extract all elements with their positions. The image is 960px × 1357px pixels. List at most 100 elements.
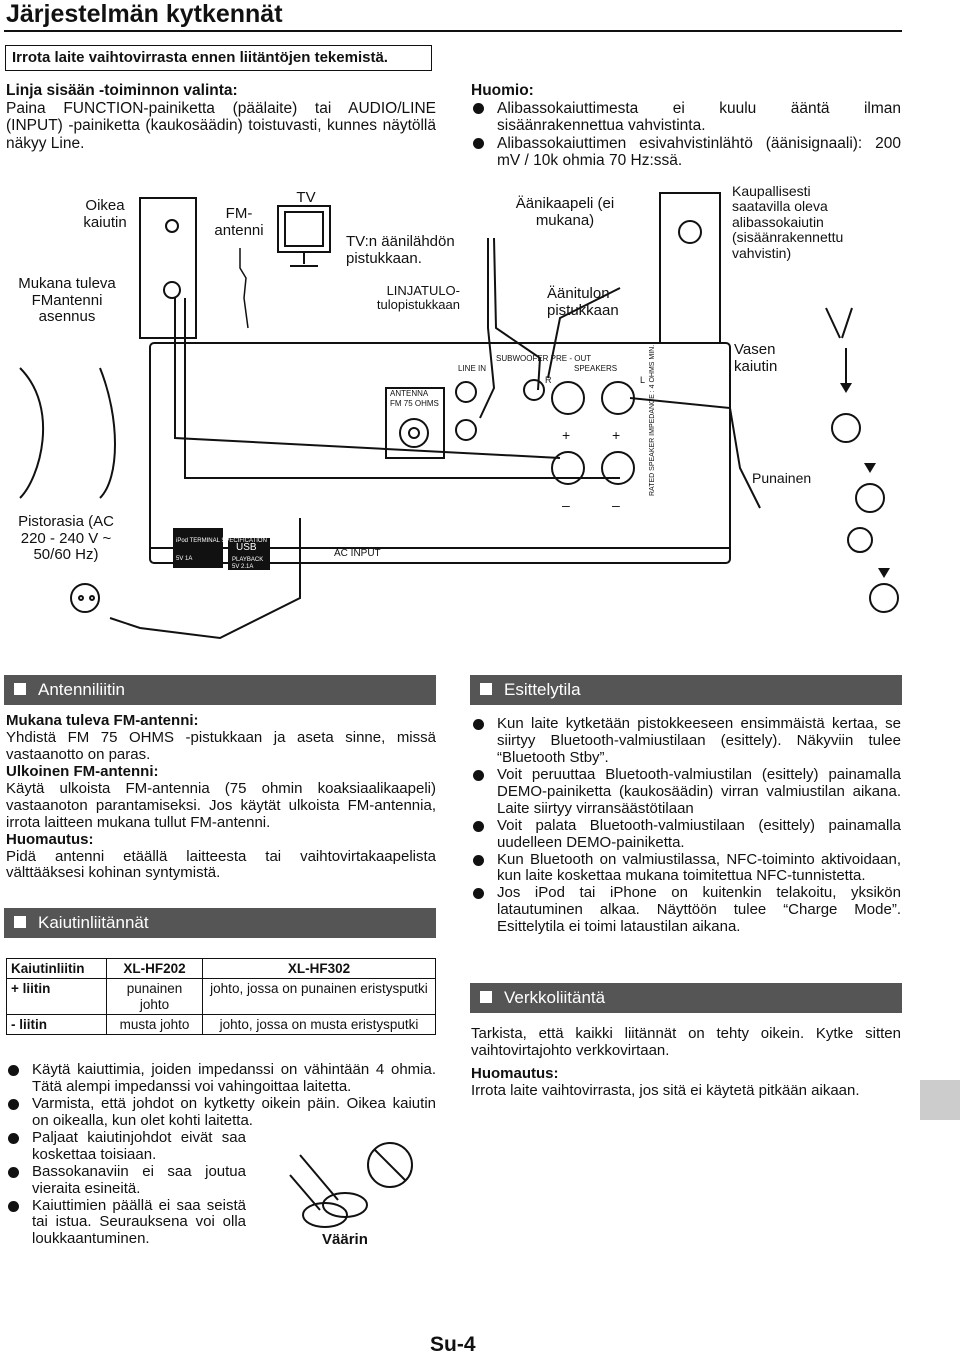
- antenna-section-title: Antenniliitin: [38, 680, 125, 699]
- line-in-heading: Linja sisään -toiminnon valinta:: [6, 82, 238, 99]
- square-bullet-icon: [14, 916, 26, 928]
- panel-impedance-label: RATED SPEAKER IMPEDANCE : 4 OHMS MIN.: [649, 345, 656, 496]
- network-section-title: Verkkoliitäntä: [504, 988, 606, 1007]
- audio-in-jack-label: Äänitulon pistukkaan: [547, 285, 619, 319]
- panel-ac-input-label: AC INPUT: [334, 548, 381, 559]
- red-label: Punainen: [752, 470, 812, 486]
- speaker-list-item: Bassokanaviin ei saa joutua vieraita esi…: [6, 1163, 246, 1198]
- panel-plus-label-l: +: [612, 427, 620, 443]
- speaker-list-item: Varmista, että johdot on kytketty oikein…: [6, 1095, 436, 1130]
- tv-label: TV: [296, 189, 316, 206]
- prohibited-icon: [367, 1142, 413, 1188]
- table-header-row: Kaiutinliitin XL-HF202 XL-HF302: [6, 957, 436, 980]
- tv-audio-out-label: TV:n äänilähdön pistukkaan.: [346, 233, 455, 267]
- speaker-list: Käytä kaiuttimia, joiden impedanssi on v…: [6, 1061, 436, 1249]
- table-header: Kaiutinliitin: [6, 957, 107, 980]
- square-bullet-icon: [480, 991, 492, 1003]
- right-speaker-label: Oikea kaiutin: [83, 197, 127, 231]
- outlet-label: Pistorasia (AC 220 - 240 V ~ 50/60 Hz): [18, 513, 114, 563]
- square-bullet-icon: [14, 683, 26, 695]
- antenna-text1: Yhdistä FM 75 OHMS -pistukkaan ja aseta …: [6, 728, 436, 763]
- panel-plus-label-r: +: [562, 427, 570, 443]
- speaker-list-item: Käytä kaiuttimia, joiden impedanssi on v…: [6, 1061, 436, 1096]
- demo-list: Kun laite kytketään pistokkeeseen ensimm…: [471, 715, 901, 936]
- speaker-section-heading: Kaiutinliitännät: [4, 908, 436, 938]
- panel-minus-label-l: –: [612, 497, 620, 513]
- panel-speakers-label: SPEAKERS: [574, 364, 617, 373]
- table-header: XL-HF302: [202, 957, 436, 980]
- note-item: Alibassokaiuttimen esivahvistinlähtö (ää…: [471, 135, 901, 170]
- panel-fm-ohms-label: FM 75 OHMS: [390, 399, 439, 408]
- title-rule: [4, 30, 902, 32]
- left-speaker-label: Vasen kaiutin: [734, 341, 778, 375]
- demo-list-item: Jos iPod tai iPhone on kuitenkin telakoi…: [471, 884, 901, 936]
- panel-ipod-label: iPod TERMINAL SPECIFICATION: [176, 538, 267, 544]
- panel-usb-rating: 5V 2.1A: [232, 564, 253, 570]
- demo-section-heading: Esittelytila: [470, 675, 902, 705]
- antenna-text2: Käytä ulkoista FM-antennia (75 ohmin koa…: [6, 779, 436, 831]
- demo-list-item: Kun Bluetooth on valmiustilassa, NFC-toi…: [471, 851, 901, 886]
- demo-section-title: Esittelytila: [504, 680, 581, 699]
- table-cell: + liitin: [6, 978, 107, 1015]
- panel-line-in-label: LINE IN: [458, 364, 486, 373]
- line-in-block: Linja sisään -toiminnon valinta: Paina F…: [6, 82, 436, 152]
- line-in-text: Paina FUNCTION-painiketta (päälaite) tai…: [6, 99, 436, 152]
- right-speaker-box: [139, 197, 197, 339]
- fm-install-label: Mukana tuleva FMantenni asennus: [18, 275, 116, 325]
- antenna-section-body: Mukana tuleva FM-antenni: Yhdistä FM 75 …: [6, 712, 436, 882]
- subwoofer-label: Kaupallisesti saatavilla oleva alibassok…: [732, 183, 844, 261]
- table-row: - liitin musta johto johto, jossa on mus…: [6, 1013, 436, 1036]
- page-number: Su-4: [430, 1333, 476, 1356]
- speaker-list-item: Paljaat kaiutinjohdot eivät saa kosketta…: [6, 1129, 246, 1164]
- table-row: + liitin punainen johto johto, jossa on …: [6, 978, 436, 1015]
- network-text: Tarkista, että kaikki liitännät on tehty…: [471, 1025, 901, 1059]
- panel-minus-label-r: –: [562, 497, 570, 513]
- subwoofer-drawing: [659, 192, 721, 344]
- speaker-list-block: Käytä kaiuttimia, joiden impedanssi on v…: [6, 1061, 436, 1249]
- connection-diagram-drawing: ANTENNA FM 75 OHMS LINE IN SUBWOOFER PRE…: [19, 192, 899, 640]
- note-block: Huomio: Alibassokaiuttimesta ei kuulu ää…: [471, 82, 901, 170]
- audio-cable-label: Äänikaapeli (ei mukana): [515, 195, 615, 229]
- antenna-section-heading: Antenniliitin: [4, 675, 436, 705]
- speaker-list-item: Kaiuttimien päällä ei saa seistä tai ist…: [6, 1197, 246, 1249]
- demo-list-item: Kun laite kytketään pistokkeeseen ensimm…: [471, 715, 901, 767]
- antenna-text3: Pidä antenni etäällä laitteesta tai vaih…: [6, 847, 436, 882]
- network-sub: Huomautus:: [471, 1064, 559, 1082]
- antenna-sub3: Huomautus:: [6, 830, 94, 848]
- back-panel: [149, 342, 731, 564]
- table-cell: johto, jossa on musta eristysputki: [202, 1013, 436, 1036]
- demo-list-item: Voit palata Bluetooth-valmiustilaan (esi…: [471, 817, 901, 852]
- panel-r-label: R: [545, 375, 552, 385]
- line-in-jack-label: LINJATULO-tulopistukkaan: [376, 283, 460, 313]
- table-cell: johto, jossa on punainen eristysputki: [202, 978, 436, 1015]
- speaker-section-title: Kaiutinliitännät: [38, 913, 149, 932]
- wrong-usage-drawing: [289, 1142, 413, 1228]
- panel-l-label: L: [640, 375, 645, 385]
- fm-antenna-label: FM-antenni: [214, 205, 264, 239]
- note-list: Alibassokaiuttimesta ei kuulu ääntä ilma…: [471, 100, 901, 170]
- speaker-table: Kaiutinliitin XL-HF202 XL-HF302 + liitin…: [6, 957, 436, 1036]
- demo-list-item: Voit peruuttaa Bluetooth-valmiustilan (e…: [471, 766, 901, 818]
- antenna-sub2: Ulkoinen FM-antenni:: [6, 762, 159, 780]
- table-cell: musta johto: [106, 1013, 203, 1036]
- wrong-label: Väärin: [322, 1231, 368, 1248]
- connection-diagram: ANTENNA FM 75 OHMS LINE IN SUBWOOFER PRE…: [0, 178, 960, 658]
- panel-antenna-label: ANTENNA: [390, 389, 429, 398]
- panel-playback-label: PLAYBACK: [232, 557, 263, 563]
- antenna-sub1: Mukana tuleva FM-antenni:: [6, 712, 199, 729]
- page-title: Järjestelmän kytkennät: [6, 0, 283, 28]
- note-item: Alibassokaiuttimesta ei kuulu ääntä ilma…: [471, 100, 901, 135]
- panel-subwoofer-label: SUBWOOFER PRE - OUT: [496, 354, 591, 363]
- table-cell: punainen johto: [106, 978, 203, 1015]
- demo-section-body: Kun laite kytketään pistokkeeseen ensimm…: [471, 715, 901, 936]
- table-cell: - liitin: [6, 1013, 107, 1036]
- panel-usb-label: USB: [236, 542, 257, 553]
- panel-ipod-rating: 5V 1A: [176, 556, 192, 562]
- network-section-body: Tarkista, että kaikki liitännät on tehty…: [471, 1025, 901, 1100]
- section-tab-marker: [920, 1080, 960, 1120]
- warning-box: Irrota laite vaihtovirrasta ennen liitän…: [5, 45, 432, 71]
- note-heading: Huomio:: [471, 82, 534, 99]
- network-note: Irrota laite vaihtovirrasta, jos sitä ei…: [471, 1081, 860, 1099]
- network-section-heading: Verkkoliitäntä: [470, 983, 902, 1013]
- table-header: XL-HF202: [106, 957, 203, 980]
